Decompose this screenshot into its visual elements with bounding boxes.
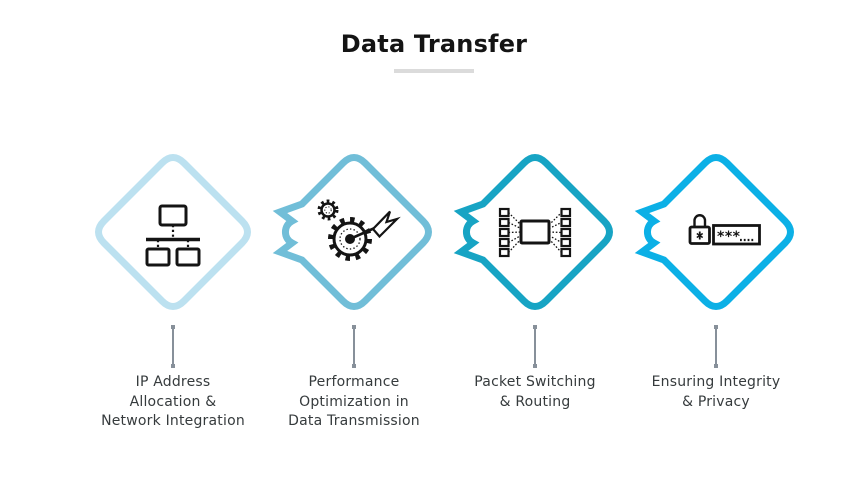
diamond-shape: [95, 154, 251, 310]
pin-dot-top: [714, 325, 718, 329]
step-4-diamond: ***: [634, 154, 794, 310]
password-mask-text: ***: [717, 229, 741, 245]
diamond-shape: [634, 154, 794, 310]
chip-routing-icon: [498, 207, 572, 258]
pin-rod: [172, 329, 174, 364]
pin-dot-bottom: [533, 364, 537, 368]
lock-password-icon: ***: [688, 214, 761, 246]
pin-dot-top: [533, 325, 537, 329]
step-3-diamond: [453, 154, 613, 310]
gear-target-icon: [317, 199, 401, 261]
step-2-label: Performance Optimization in Data Transmi…: [288, 374, 420, 429]
diamond-shape: [453, 154, 613, 310]
step-3-label: Packet Switching & Routing: [474, 374, 596, 410]
step-2-diamond: [272, 154, 432, 310]
pin-dot-bottom: [171, 364, 175, 368]
step-1-label: IP Address Allocation & Network Integrat…: [101, 374, 245, 429]
network-icon: [145, 204, 201, 267]
pin-dot-top: [352, 325, 356, 329]
connector-pin: [532, 325, 538, 368]
pin-rod: [715, 329, 717, 364]
pin-dot-bottom: [714, 364, 718, 368]
pin-dot-bottom: [352, 364, 356, 368]
title-underline: [394, 69, 474, 73]
pin-rod: [534, 329, 536, 364]
step-1-diamond: [95, 154, 251, 310]
connector-pin: [170, 325, 176, 368]
connector-pin: [351, 325, 357, 368]
step-4-label: Ensuring Integrity & Privacy: [651, 374, 781, 410]
pin-rod: [353, 329, 355, 364]
page-title: Data Transfer: [340, 30, 528, 58]
diamond-shape: [272, 154, 432, 310]
connector-pin: [713, 325, 719, 368]
pin-dot-top: [171, 325, 175, 329]
